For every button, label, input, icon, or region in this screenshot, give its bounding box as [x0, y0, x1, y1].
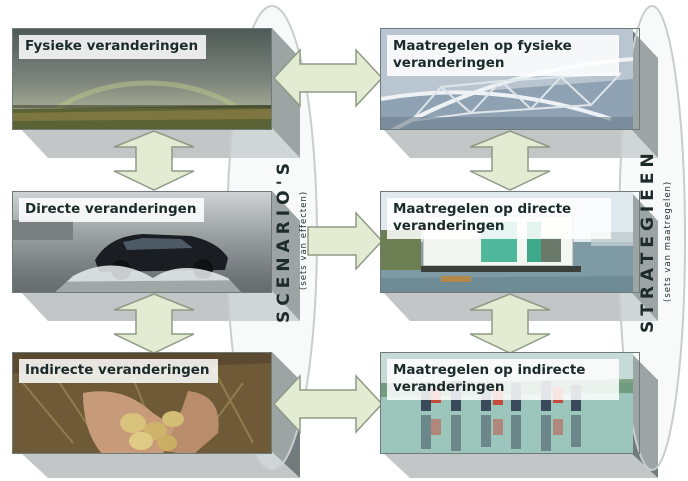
box-measures-physical: Maatregelen op fysieke veranderingen — [380, 28, 640, 130]
label-indirect-changes: Indirecte veranderingen — [19, 359, 218, 383]
strategy-label-group: STRATEGIEEN (sets van maatregelen) — [638, 138, 673, 344]
box-measures-direct: Maatregelen op directe veranderingen — [380, 191, 640, 293]
label-measures-direct: Maatregelen op directe veranderingen — [387, 198, 611, 239]
box-indirect-changes: Indirecte veranderingen — [12, 352, 272, 454]
box-physical-changes: Fysieke veranderingen — [12, 28, 272, 130]
arrow-left-top-bottom — [113, 130, 195, 191]
strategy-label: STRATEGIEEN — [638, 148, 658, 334]
scenario-label-group: SCENARIO'S (sets van effecten) — [274, 140, 309, 340]
label-measures-indirect: Maatregelen op indirecte veranderingen — [387, 359, 619, 400]
label-physical-changes: Fysieke veranderingen — [19, 35, 207, 59]
arrow-right-top-bottom — [469, 130, 551, 191]
label-measures-physical: Maatregelen op fysieke veranderingen — [387, 35, 619, 76]
box-measures-indirect: Maatregelen op indirecte veranderingen — [380, 352, 640, 454]
label-direct-changes: Directe veranderingen — [19, 198, 205, 222]
strategy-sublabel: (sets van maatregelen) — [663, 180, 673, 302]
box-direct-changes: Directe veranderingen — [12, 191, 272, 293]
scenario-label: SCENARIO'S — [274, 157, 294, 323]
scenario-sublabel: (sets van effecten) — [299, 190, 309, 290]
arrow-middle-horizontal — [307, 211, 384, 271]
